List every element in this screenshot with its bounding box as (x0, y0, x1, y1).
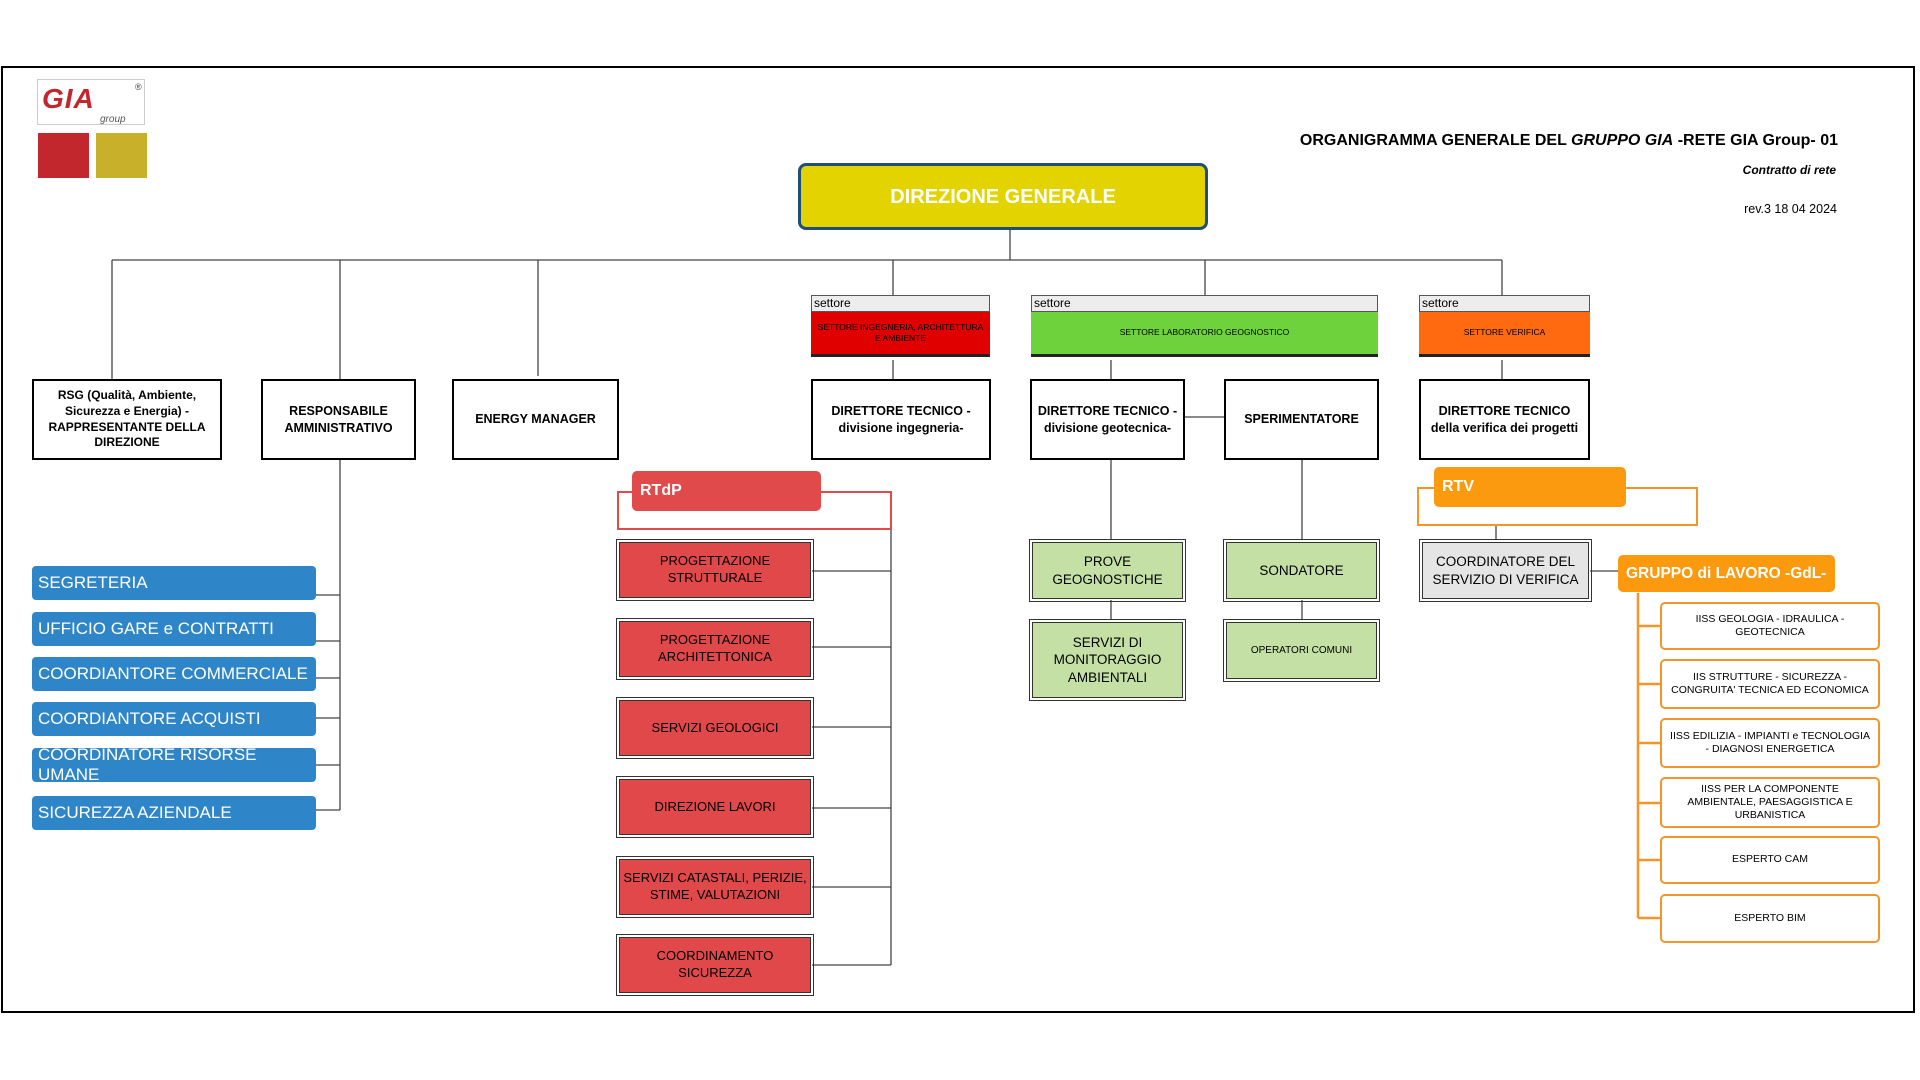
company-logo: GIA ® group (37, 79, 148, 179)
servizi-monitoraggio-box: SERVIZI DI MONITORAGGIO AMBIENTALI (1029, 619, 1186, 701)
sector-header-verifica: settore SETTORE VERIFICA (1419, 295, 1590, 357)
gdl-item: IISS EDILIZIA - IMPIANTI e TECNOLOGIA - … (1660, 718, 1880, 768)
gdl-item: ESPERTO BIM (1660, 894, 1880, 943)
sector-tag: settore (811, 295, 990, 312)
rsg-box: RSG (Qualità, Ambiente, Sicurezza e Ener… (32, 379, 222, 460)
sector-tag: settore (1419, 295, 1590, 312)
diagram-frame (1, 66, 1915, 1013)
coordinatore-verifica-box: COORDINATORE DEL SERVIZIO DI VERIFICA (1419, 539, 1592, 602)
admin-office-item: COORDIANTORE ACQUISTI (32, 702, 316, 736)
direttore-ingegneria-box: DIRETTORE TECNICO -divisione ingegneria- (811, 379, 991, 460)
logo-gold-square (96, 133, 147, 178)
sector-tag: settore (1031, 295, 1378, 312)
gdl-item: IISS GEOLOGIA - IDRAULICA - GEOTECNICA (1660, 602, 1880, 650)
revision-label: rev.3 18 04 2024 (1744, 202, 1837, 216)
responsabile-amministrativo-box: RESPONSABILE AMMINISTRATIVO (261, 379, 416, 460)
rtv-label: RTV (1434, 467, 1626, 507)
logo-registered-mark: ® (135, 82, 142, 92)
admin-office-item: SEGRETERIA (32, 566, 316, 600)
rtdp-item: DIREZIONE LAVORI (616, 776, 814, 838)
rtdp-item: PROGETTAZIONE STRUTTURALE (616, 539, 814, 601)
prove-geognostiche-box: PROVE GEOGNOSTICHE (1029, 539, 1186, 602)
energy-manager-box: ENERGY MANAGER (452, 379, 619, 460)
rtdp-label: RTdP (632, 471, 821, 511)
rtdp-item: SERVIZI CATASTALI, PERIZIE, STIME, VALUT… (616, 856, 814, 918)
sector-name: SETTORE LABORATORIO GEOGNOSTICO (1031, 312, 1378, 357)
admin-office-item: SICUREZZA AZIENDALE (32, 796, 316, 830)
page-subtitle: Contratto di rete (1742, 163, 1836, 177)
logo-red-square (38, 133, 89, 178)
admin-office-item: UFFICIO GARE e CONTRATTI (32, 612, 316, 646)
rtdp-item: COORDINAMENTO SICUREZZA (616, 934, 814, 996)
rtdp-item: PROGETTAZIONE ARCHITETTONICA (616, 618, 814, 680)
sector-header-laboratorio: settore SETTORE LABORATORIO GEOGNOSTICO (1031, 295, 1378, 357)
page-title: ORGANIGRAMMA GENERALE DEL GRUPPO GIA -RE… (1299, 132, 1838, 149)
logo-tagline: group (100, 114, 126, 125)
rtdp-item: SERVIZI GEOLOGICI (616, 697, 814, 759)
sector-name: SETTORE VERIFICA (1419, 312, 1590, 357)
gdl-item: IISS PER LA COMPONENTE AMBIENTALE, PAESA… (1660, 777, 1880, 828)
direzione-generale-box: DIREZIONE GENERALE (798, 163, 1208, 230)
admin-office-item: COORDIANTORE COMMERCIALE (32, 657, 316, 691)
operatori-comuni-box: OPERATORI COMUNI (1223, 619, 1380, 682)
gdl-item: IIS STRUTTURE - SICUREZZA - CONGRUITA' T… (1660, 659, 1880, 709)
sector-header-ingegneria: settore SETTORE INGEGNERIA, ARCHITETTURA… (811, 295, 990, 357)
admin-office-item: COORDINATORE RISORSE UMANE (32, 745, 316, 784)
logo-brand-text: GIA (42, 83, 95, 114)
direttore-verifica-box: DIRETTORE TECNICO della verifica dei pro… (1419, 379, 1590, 460)
direttore-geotecnica-box: DIRETTORE TECNICO -divisione geotecnica- (1030, 379, 1185, 460)
gdl-label: GRUPPO di LAVORO -GdL- (1618, 555, 1835, 592)
sector-name: SETTORE INGEGNERIA, ARCHITETTURA E AMBIE… (811, 312, 990, 357)
gdl-item: ESPERTO CAM (1660, 836, 1880, 884)
sondatore-box: SONDATORE (1223, 539, 1380, 602)
sperimentatore-box: SPERIMENTATORE (1224, 379, 1379, 460)
